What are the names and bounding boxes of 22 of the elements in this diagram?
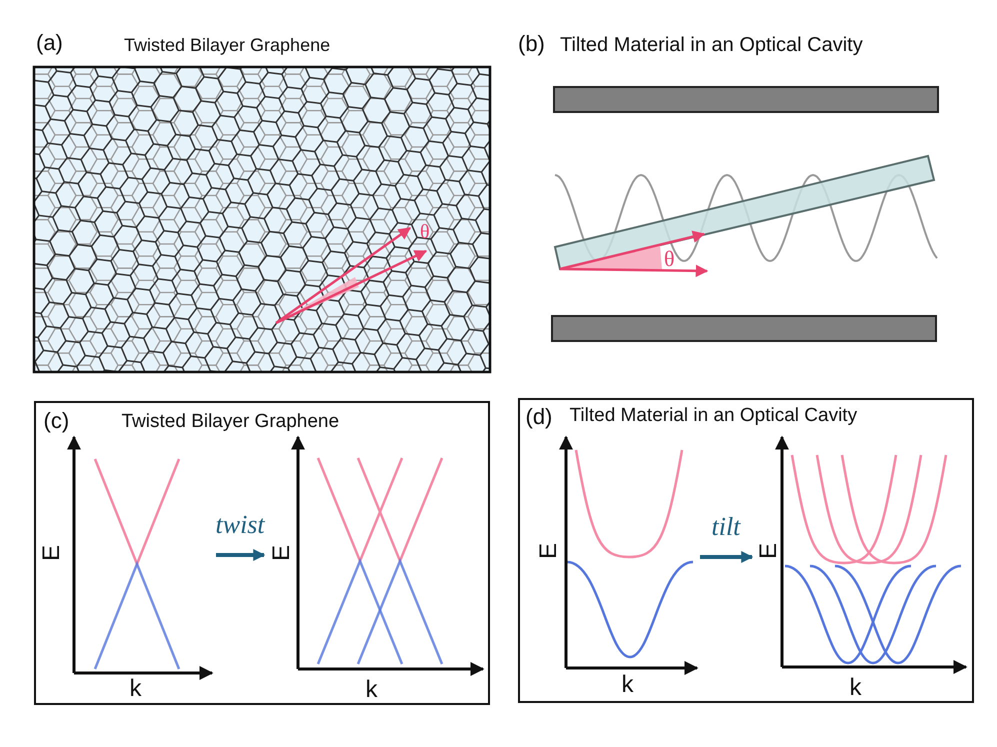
arrow — [700, 551, 754, 563]
arrow — [216, 549, 266, 561]
panel-title: Twisted Bilayer Graphene — [122, 412, 340, 430]
panel-title: Tilted Material in an Optical Cavity — [560, 35, 863, 55]
axis-label: k — [366, 678, 378, 702]
panel-letter: (c) — [44, 410, 70, 432]
axis-label: k — [850, 676, 862, 700]
axis-label: E — [756, 542, 780, 558]
panel-letter: (d) — [526, 406, 552, 428]
axis-label: E — [536, 542, 560, 558]
axis-label: E — [40, 544, 64, 560]
panel-title: Tilted Material in an Optical Cavity — [570, 406, 858, 424]
panel-letter: (a) — [36, 32, 63, 54]
axis-label: k — [622, 672, 634, 696]
angle-label: θ — [664, 248, 675, 270]
panel-title: Twisted Bilayer Graphene — [124, 36, 330, 54]
axis-label: k — [130, 676, 142, 700]
axis-label: E — [270, 544, 294, 560]
angle-label: θ — [420, 222, 430, 242]
panel-letter: (b) — [518, 33, 545, 55]
panel-frame — [518, 398, 974, 703]
panel-frame — [34, 401, 490, 705]
